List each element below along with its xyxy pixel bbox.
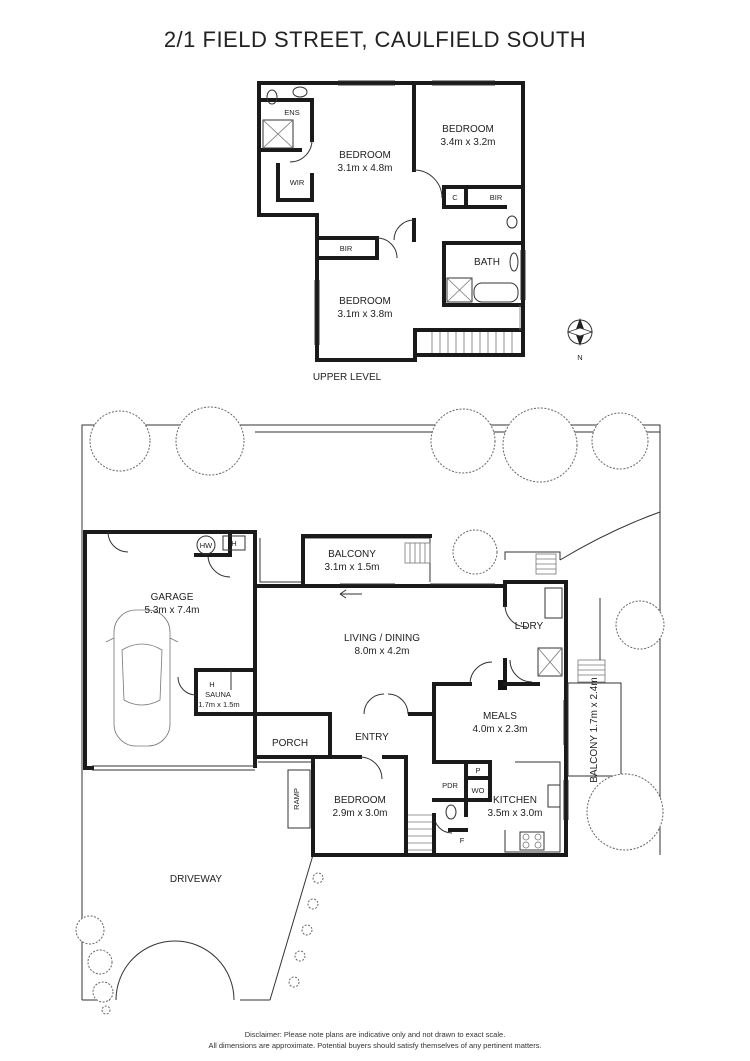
heater-label-2: H — [209, 680, 214, 689]
bir-label-1: BIR — [490, 193, 503, 202]
sauna-name: SAUNA — [205, 690, 231, 699]
porch-label: PORCH — [272, 738, 308, 749]
ramp-label: RAMP — [292, 788, 301, 810]
bath-label: BATH — [474, 257, 500, 268]
disclaimer-line-2: All dimensions are approximate. Potentia… — [208, 1041, 541, 1050]
pdr-label: PDR — [442, 781, 458, 790]
kitchen-name: KITCHEN — [493, 795, 537, 806]
compass-north-label: N — [577, 353, 582, 362]
bedroom-ground-name: BEDROOM — [334, 795, 386, 806]
heater-label-1: H — [231, 539, 236, 548]
driveway-label: DRIVEWAY — [170, 874, 223, 885]
bedroom-c-name: BEDROOM — [339, 296, 391, 307]
bedroom-c-dims: 3.1m x 3.8m — [337, 309, 392, 320]
bedroom-a-dims: 3.1m x 4.8m — [337, 163, 392, 174]
ensuite-label: ENS — [284, 108, 299, 117]
wall-oven-label: WO — [472, 786, 485, 795]
upper-stairs — [431, 305, 521, 353]
linen-cupboard-label: C — [452, 193, 458, 202]
bedroom-b-dims: 3.4m x 3.2m — [440, 137, 495, 148]
hot-water-label: HW — [200, 541, 213, 550]
upper-level-label: UPPER LEVEL — [313, 372, 382, 383]
pantry-label: P — [475, 766, 480, 775]
bedroom-a-name: BEDROOM — [339, 150, 391, 161]
garage-name: GARAGE — [151, 592, 194, 603]
sauna-dims: 1.7m x 1.5m — [198, 700, 239, 709]
living-dining-dims: 8.0m x 4.2m — [354, 646, 409, 657]
balcony-steps — [404, 542, 431, 564]
page-title: 2/1 FIELD STREET, CAULFIELD SOUTH — [164, 27, 586, 52]
ground-level-labels: HW H GARAGE 5.3m x 7.4m H SAUNA 1.7m x 1… — [144, 539, 600, 885]
bedroom-ground-dims: 2.9m x 3.0m — [332, 808, 387, 819]
garage-dims: 5.3m x 7.4m — [144, 605, 199, 616]
fridge-label: F — [460, 836, 465, 845]
meals-name: MEALS — [483, 711, 517, 722]
ground-stairs — [408, 814, 432, 851]
landscape-trees — [75, 406, 665, 1015]
car-outline-icon — [105, 609, 179, 747]
ground-level-plan — [81, 424, 661, 1001]
laundry-steps — [535, 553, 557, 575]
disclaimer-line-1: Disclaimer: Please note plans are indica… — [245, 1030, 506, 1039]
wir-label: WIR — [290, 178, 305, 187]
living-dining-name: LIVING / DINING — [344, 633, 420, 644]
meals-dims: 4.0m x 2.3m — [472, 724, 527, 735]
bedroom-b-name: BEDROOM — [442, 124, 494, 135]
side-balcony-label: BALCONY 1.7m x 2.4m — [589, 677, 600, 782]
laundry-label: L'DRY — [515, 621, 544, 632]
balcony-top-name: BALCONY — [328, 549, 376, 560]
kitchen-dims: 3.5m x 3.0m — [487, 808, 542, 819]
upper-level-plan: ENS BEDROOM 3.1m x 4.8m BEDROOM 3.4m x 3… — [257, 80, 526, 383]
balcony-top-dims: 3.1m x 1.5m — [324, 562, 379, 573]
bir-label-2: BIR — [340, 244, 353, 253]
north-compass: N — [566, 318, 594, 362]
entry-label: ENTRY — [355, 732, 389, 743]
